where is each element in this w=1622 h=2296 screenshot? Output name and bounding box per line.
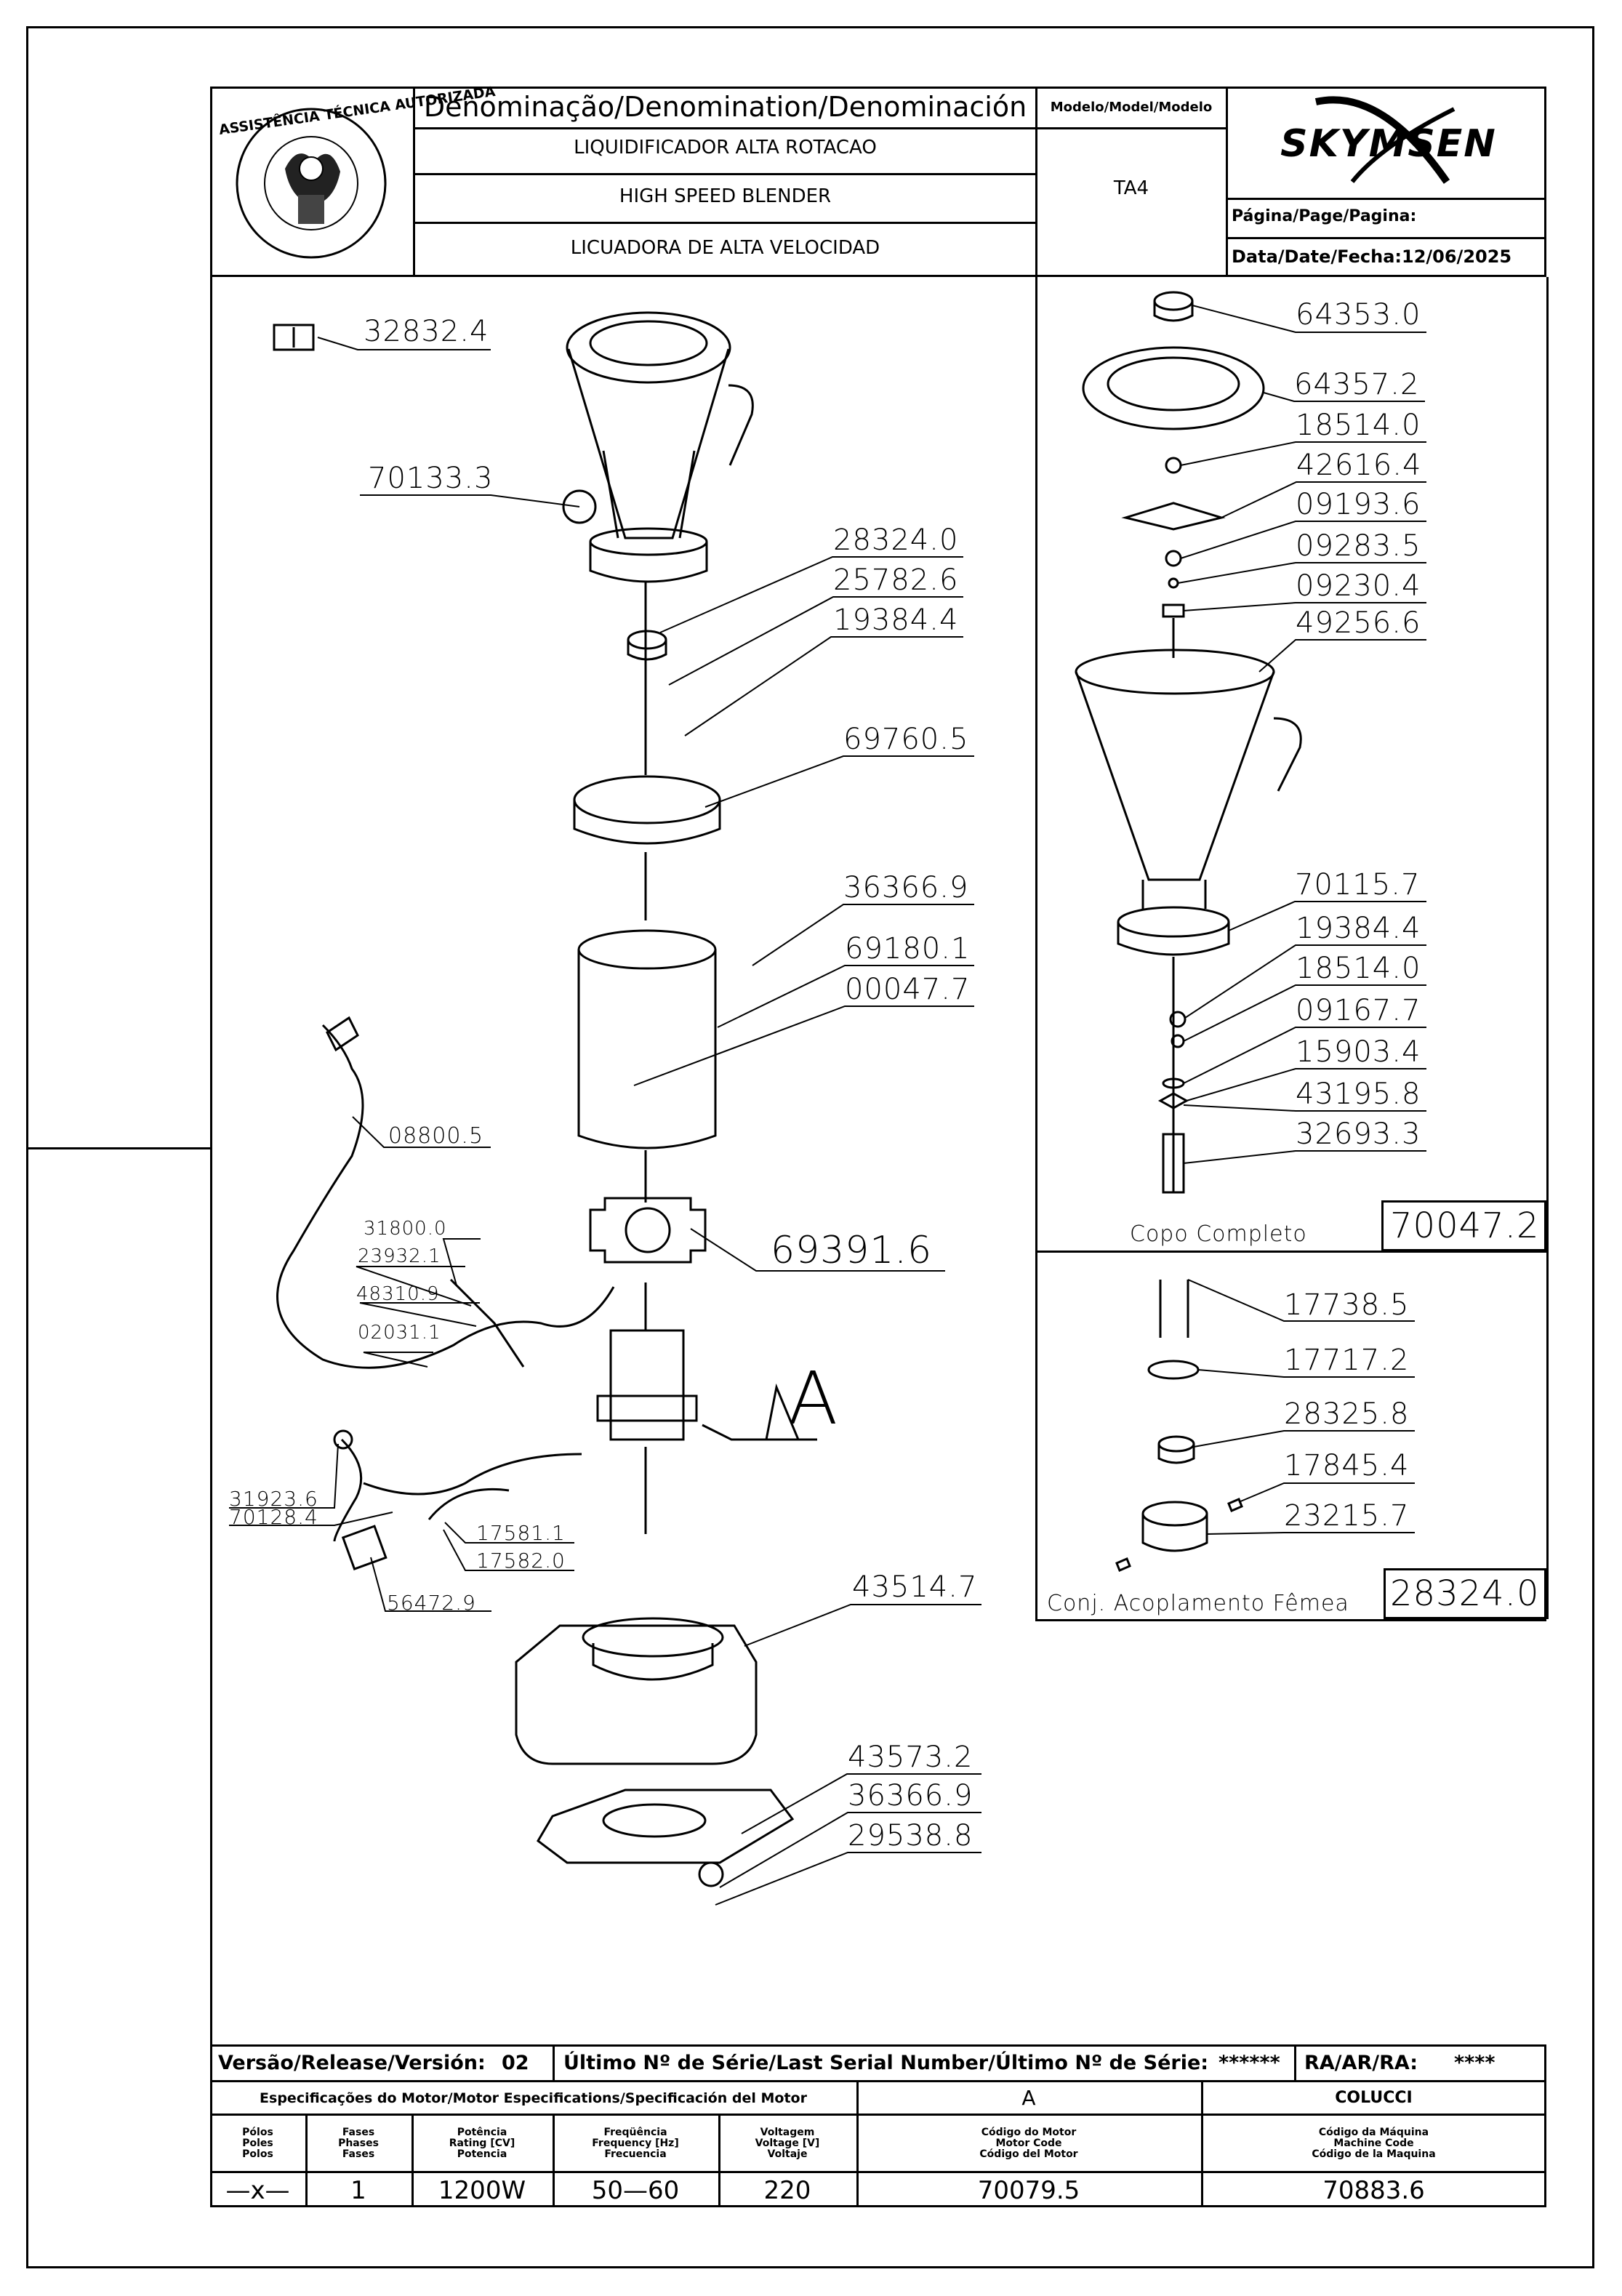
part-label: 08800.5 [388,1123,484,1149]
part-label: 17581.1 [476,1521,566,1545]
part-label: 42616.4 [1296,449,1422,482]
header-voltage: Voltagem Voltage [V] Voltaje [755,2126,820,2160]
value-phases: 1 [350,2175,366,2205]
header-rating: Potência Rating [CV] Potencia [449,2126,515,2160]
part-label: 29538.8 [848,1819,973,1853]
part-label: 69180.1 [845,932,971,966]
part-label: 32832.4 [364,315,489,348]
part-label: 23215.7 [1284,1499,1410,1533]
value-voltage: 220 [763,2175,811,2205]
value-rating: 1200W [438,2175,526,2205]
part-label: 70115.7 [1295,868,1421,902]
value-machine-code: 70883.6 [1322,2175,1425,2205]
part-label: 32693.3 [1296,1117,1421,1151]
part-label: 49256.6 [1296,606,1421,640]
part-label: 00047.7 [845,973,971,1006]
ra-value: **** [1454,2052,1495,2074]
part-label: 02031.1 [358,1322,441,1344]
part-label: 43195.8 [1296,1077,1421,1111]
brand-logo: SKYMSEN [1280,122,1497,166]
part-label: 09167.7 [1296,994,1421,1027]
model-value: TA4 [1113,177,1149,199]
frame-side-tick [26,1147,212,1149]
part-label: 31923.6 [229,1487,318,1511]
acop-code-box [1384,1568,1546,1619]
ra-label: RA/AR/RA: [1304,2052,1418,2074]
part-label: 25782.6 [833,563,959,597]
part-label: 36366.9 [843,871,969,904]
part-label: 28325.8 [1284,1397,1410,1431]
header-motor-code: Código do Motor Motor Code Código del Mo… [979,2126,1078,2160]
part-label: 17738.5 [1284,1288,1410,1322]
part-label: 17582.0 [476,1549,566,1573]
part-label: 18514.0 [1296,952,1421,985]
header-machine-code: Código da Máquina Machine Code Código de… [1312,2126,1436,2160]
part-label: 09230.4 [1296,569,1421,603]
motor-letter: A [1021,2086,1036,2110]
value-motor-code: 70079.5 [977,2175,1080,2205]
value-frequency: 50—60 [591,2175,680,2205]
copo-code-box [1381,1200,1546,1251]
part-label: 48310.9 [356,1283,440,1305]
part-label: 17717.2 [1284,1344,1410,1377]
part-label: 36366.9 [848,1779,973,1813]
part-label: 09193.6 [1296,488,1421,521]
part-label: 43573.2 [848,1741,973,1774]
part-label: 17845.4 [1284,1449,1410,1482]
value-poles: —x— [225,2175,290,2205]
copo-code: 70047.2 [1390,1205,1540,1246]
serial-label: Último Nº de Série/Last Serial Number/Úl… [563,2052,1209,2074]
motor-callout: A [788,1356,839,1441]
part-label: 69760.5 [843,723,969,756]
release-label: Versão/Release/Versión: [218,2052,486,2074]
name-es: LICUADORA DE ALTA VELOCIDAD [570,237,880,259]
header-frequency: Freqüência Frequency [Hz] Frecuencia [592,2126,679,2160]
denomination-label: Denominação/Denomination/Denominación [423,91,1027,123]
header-poles: Pólos Poles Polos [242,2126,273,2160]
part-label: 43514.7 [852,1570,978,1604]
serial-value: ****** [1218,2052,1280,2074]
copo-title: Copo Completo [1130,1221,1307,1247]
header-phases: Fases Phases Fases [338,2126,379,2160]
name-pt: LIQUIDIFICADOR ALTA ROTACAO [574,137,877,158]
part-label: 18514.0 [1296,409,1421,442]
motor-spec-label: Especificações do Motor/Motor Especifica… [260,2090,807,2106]
part-label: 31800.0 [364,1218,447,1240]
part-label: 28324.0 [833,523,959,557]
part-label: 09283.5 [1296,529,1421,563]
acop-title: Conj. Acoplamento Fêmea [1047,1591,1349,1616]
part-label: 19384.4 [833,603,959,637]
name-en: HIGH SPEED BLENDER [619,185,832,207]
right-panel-divider [1035,277,1037,1619]
date-label: Data/Date/Fecha:12/06/2025 [1232,246,1512,267]
part-label: 56472.9 [387,1591,476,1615]
part-label: 23932.1 [358,1245,441,1267]
release-value: 02 [502,2052,529,2074]
part-label: 69391.6 [771,1229,933,1272]
page-label: Página/Page/Pagina: [1232,207,1417,225]
part-label: 15903.4 [1296,1035,1421,1069]
part-label: 64353.0 [1296,298,1421,332]
part-label: 64357.2 [1294,368,1420,401]
part-label: 19384.4 [1296,912,1421,945]
manufacturer: COLUCCI [1335,2089,1413,2107]
part-label: 70133.3 [368,462,494,495]
title-block [210,87,1546,277]
model-label: Modelo/Model/Modelo [1050,100,1213,115]
spec-table [210,2044,1546,2207]
acop-code: 28324.0 [1390,1573,1540,1614]
part-label: 70128.4 [229,1505,318,1529]
